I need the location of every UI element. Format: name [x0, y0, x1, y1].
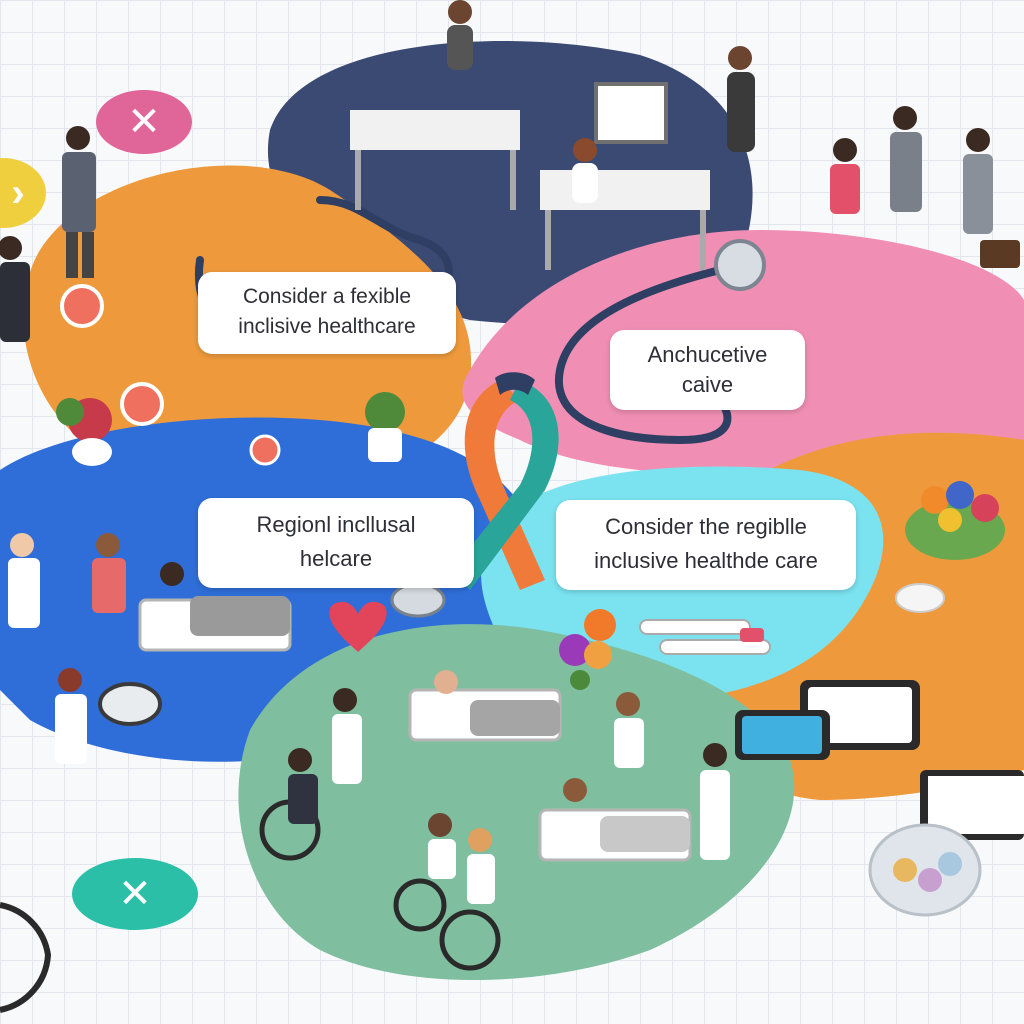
- people-group-right: [830, 106, 1020, 268]
- tablet-device-icon: [735, 680, 920, 760]
- grapefruit-slice-icon: [60, 284, 281, 466]
- hospital-bed-ward-icon: [408, 670, 692, 862]
- close-badge-teal: ✕: [72, 858, 198, 930]
- coin-jar-icon: [868, 823, 982, 917]
- scale-center-icon: [390, 582, 446, 618]
- green-ward-zone: [238, 624, 795, 980]
- chevron-right-icon: ›: [11, 170, 25, 215]
- ward-people-group: [288, 688, 730, 904]
- callout-line: Regionl incllusal: [256, 512, 416, 537]
- scale-icon: [98, 682, 162, 726]
- callout-line: Consider the regiblle: [605, 514, 807, 539]
- stethoscope-right-icon: [554, 266, 732, 445]
- syringe-icon: [639, 619, 771, 655]
- close-icon: ✕: [118, 872, 152, 916]
- potted-plant-icon: [56, 392, 405, 466]
- clock-icon: [0, 902, 52, 1013]
- flowers-center-icon: [559, 609, 616, 690]
- callout-anchucetive: Anchucetive caive: [610, 330, 805, 410]
- stethoscope-right-chestpiece-icon: [714, 239, 766, 291]
- callout-line: Consider a fexible: [242, 285, 412, 308]
- callout-line: inclisive healthcare: [238, 315, 416, 338]
- callout-flexible-healthcare: Consider a fexible inclisive healthcare: [198, 272, 456, 354]
- pill-container-icon: [895, 583, 945, 613]
- callout-line: Anchucetive: [647, 342, 768, 367]
- close-badge-pink: ✕: [96, 90, 192, 154]
- heart-icon: [329, 601, 387, 652]
- callout-line: inclusive healthde care: [594, 548, 818, 573]
- people-group-left: [0, 126, 126, 764]
- flower-bouquet-icon: [905, 481, 1005, 560]
- office-workers-group: [447, 0, 755, 203]
- hospital-bed-icon: [138, 562, 292, 652]
- callout-regional-care: Regionl incllusal helcare: [198, 498, 474, 588]
- office-desk-icon: [350, 82, 710, 270]
- callout-inclusive-care: Consider the regiblle inclusive healthde…: [556, 500, 856, 590]
- awareness-ribbon-icon: [452, 372, 559, 590]
- close-icon: ✕: [127, 100, 161, 144]
- callout-line: caive: [681, 372, 734, 397]
- clipboard-icon: [920, 770, 1024, 840]
- callout-line: helcare: [299, 546, 373, 571]
